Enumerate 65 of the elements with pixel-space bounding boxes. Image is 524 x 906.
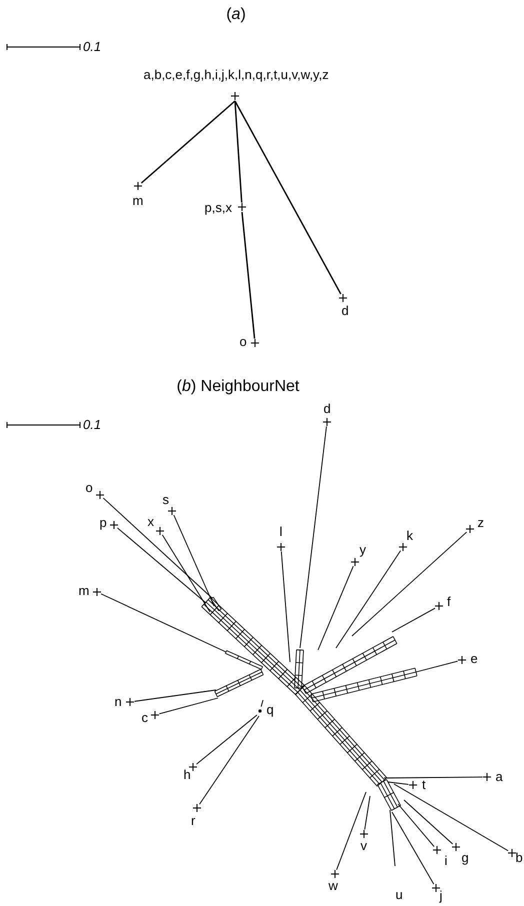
- pendant-edge: [364, 796, 370, 830]
- taxon-label: g: [462, 851, 469, 865]
- pendant-edge: [390, 810, 396, 866]
- taxon-label: m: [132, 194, 144, 208]
- taxon-label: w: [328, 879, 338, 893]
- pendant-edge: [392, 812, 434, 885]
- taxon-label: t: [422, 778, 426, 792]
- taxon-label: u: [396, 888, 403, 902]
- tree-branch: [234, 100, 242, 203]
- taxon-label: p,s,x: [204, 201, 232, 215]
- pendant-edge: [384, 776, 483, 778]
- tree-branch: [241, 212, 256, 339]
- taxon-label: z: [478, 516, 484, 530]
- pendant-edge: [398, 804, 435, 848]
- taxon-label: i: [444, 854, 448, 868]
- pendant-edge: [336, 792, 366, 870]
- pendant-edge: [416, 660, 458, 672]
- panel-title: (b) NeighbourNet: [176, 379, 300, 395]
- pendant-edge: [300, 426, 327, 648]
- pendant-edge: [352, 532, 468, 636]
- pendant-edge: [394, 784, 509, 852]
- pendant-edge: [162, 534, 210, 612]
- taxon-label: l: [280, 525, 282, 539]
- taxon-label: d: [324, 402, 331, 416]
- taxon-label: v: [360, 839, 367, 853]
- taxon-label: o: [86, 481, 93, 495]
- tree-branch: [140, 100, 236, 184]
- taxon-label: y: [360, 543, 366, 557]
- pendant-edge: [134, 690, 216, 702]
- taxon-label: a,b,c,e,f,g,h,i,j,k,l,n,q,r,t,u,v,w,y,z: [144, 68, 329, 82]
- taxon-label: j: [440, 889, 442, 903]
- taxon-label: n: [114, 695, 122, 709]
- taxon-label: m: [78, 584, 90, 598]
- taxon-label: h: [184, 768, 191, 782]
- taxon-label: d: [342, 304, 349, 318]
- taxon-label: a: [496, 770, 503, 784]
- taxon-label: q: [266, 703, 274, 717]
- pendant-edge: [260, 700, 264, 708]
- pendant-edge: [336, 550, 401, 648]
- pendant-edge: [158, 698, 218, 714]
- pendant-edge: [388, 782, 409, 785]
- taxon-label: c: [142, 711, 148, 725]
- pendant-edge: [199, 716, 260, 805]
- pendant-edge: [404, 800, 454, 844]
- tree-branch: [234, 100, 342, 294]
- pendant-edge: [318, 566, 354, 650]
- taxon-label: f: [447, 595, 451, 609]
- taxon-label: o: [240, 335, 247, 349]
- taxon-label: k: [406, 529, 413, 543]
- pendant-edge: [392, 608, 436, 632]
- panel-title: (a): [226, 7, 246, 23]
- taxon-label: e: [470, 652, 478, 666]
- pendant-edge: [100, 593, 226, 652]
- taxon-label: r: [191, 814, 196, 828]
- pendant-edge: [173, 514, 214, 606]
- pendant-edge: [196, 714, 258, 765]
- pendant-edge: [116, 527, 206, 604]
- taxon-label: b: [516, 851, 523, 865]
- pendant-edge: [102, 498, 212, 598]
- pendant-edge: [280, 551, 290, 662]
- taxon-label: x: [148, 515, 154, 529]
- taxon-label: s: [162, 493, 169, 507]
- taxon-label: p: [100, 516, 107, 530]
- scale-label: 0.1: [83, 39, 102, 55]
- scale-label: 0.1: [83, 417, 102, 433]
